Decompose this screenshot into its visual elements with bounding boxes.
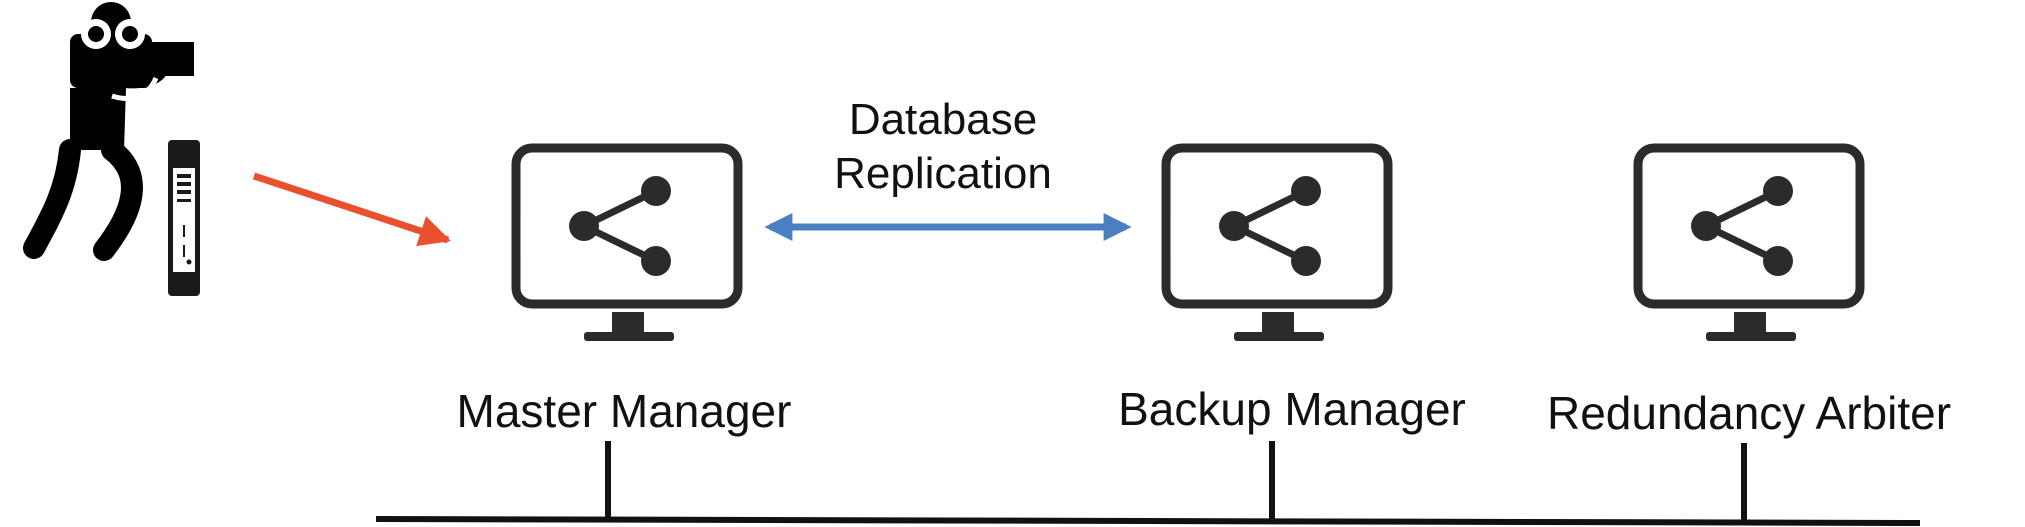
master-manager-node <box>516 148 738 341</box>
network-bus <box>375 441 1921 526</box>
monitor-share-icon <box>1166 148 1388 341</box>
monitor-share-icon <box>516 148 738 341</box>
backup-manager-label: Backup Manager <box>1118 383 1466 435</box>
redundancy-arbiter-node <box>1638 148 1860 341</box>
replication-label-line2: Replication <box>834 149 1052 198</box>
replication-label-line1: Database <box>849 95 1037 144</box>
redundancy-arbiter-label: Redundancy Arbiter <box>1547 387 1951 439</box>
network-device-icon <box>168 140 200 296</box>
monitor-share-icon <box>1638 148 1860 341</box>
attack-arrow <box>252 172 451 247</box>
person-with-camera-icon <box>23 2 194 261</box>
master-manager-label: Master Manager <box>457 385 792 437</box>
backup-manager-node <box>1166 148 1388 341</box>
